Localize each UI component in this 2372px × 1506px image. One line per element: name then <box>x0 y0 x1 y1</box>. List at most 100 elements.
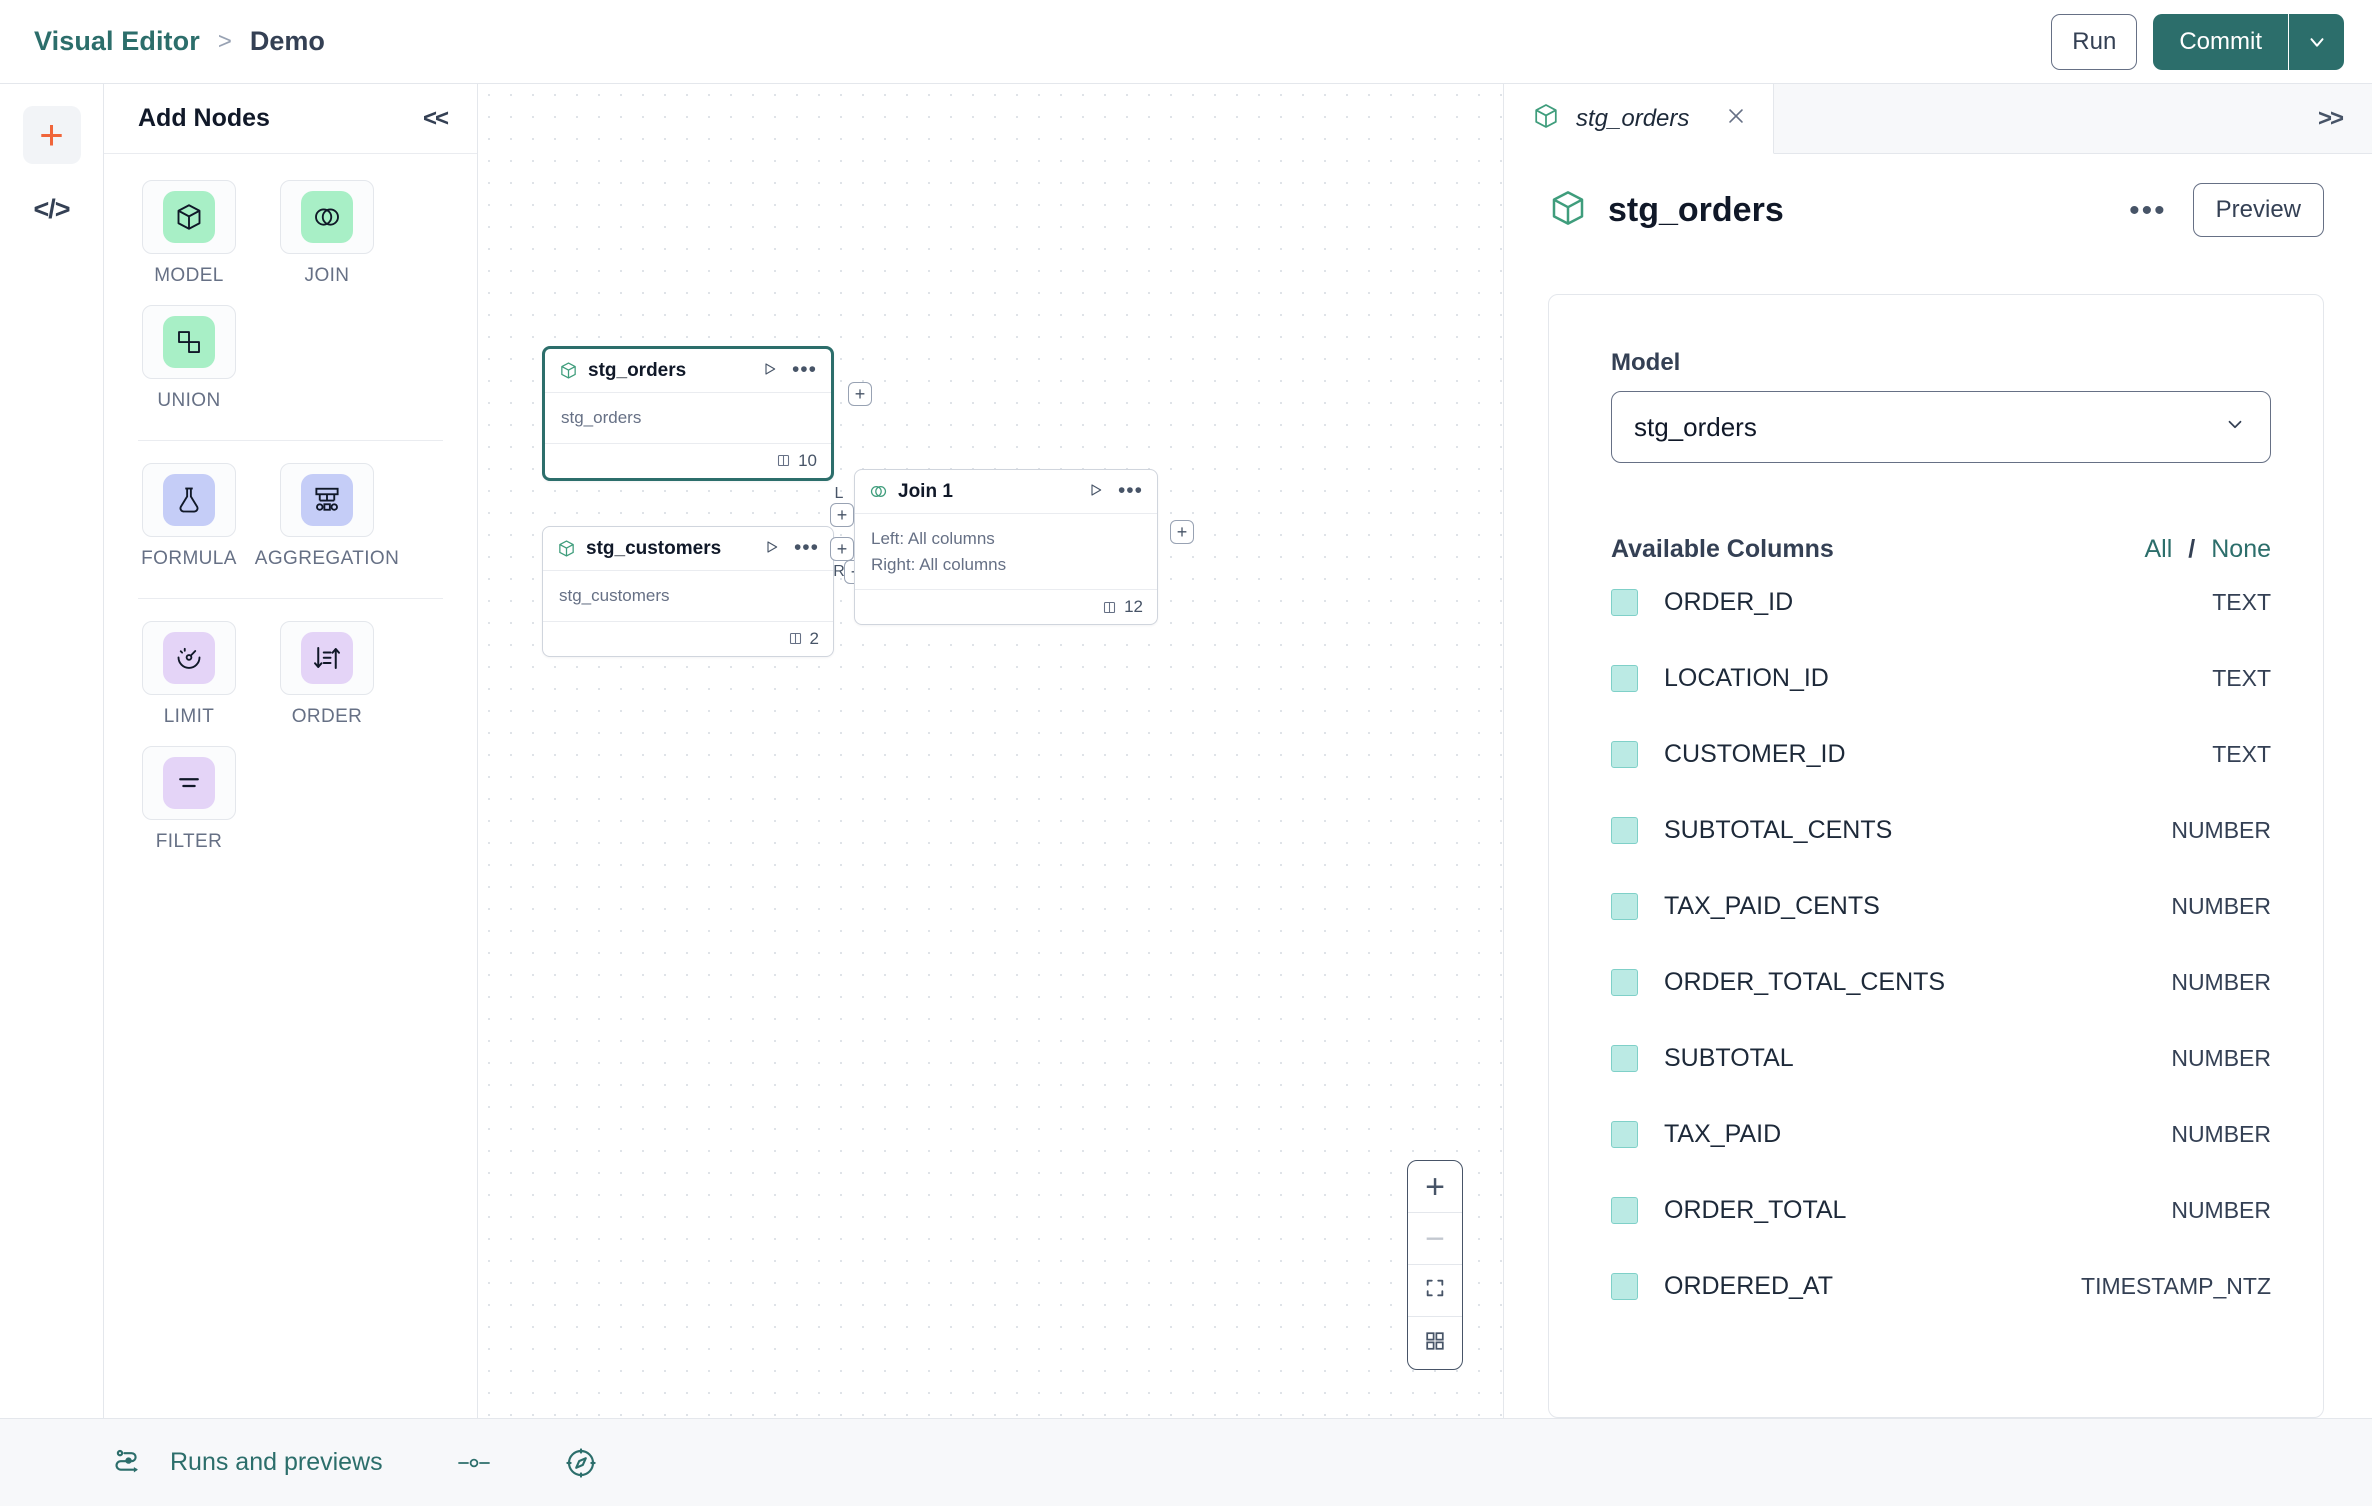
page-title: stg_orders <box>1608 190 1784 229</box>
node-type-filter[interactable]: FILTER <box>132 746 246 853</box>
node-group-sources: MODEL JOIN <box>132 180 449 430</box>
expand-panel-button[interactable]: >> <box>2317 104 2344 132</box>
columns-list: ORDER_ID TEXT LOCATION_ID TEXT CUSTOMER_… <box>1611 564 2271 1324</box>
flow-node-stg-orders[interactable]: stg_orders ••• stg_orders 10 <box>542 346 872 481</box>
flow-runs-icon <box>112 1447 144 1479</box>
column-row[interactable]: SUBTOTAL_CENTS NUMBER <box>1611 792 2271 868</box>
flow-node-stg-customers[interactable]: stg_customers ••• stg_customers 2 <box>542 526 868 657</box>
code-view-rail-button[interactable]: </> <box>23 180 81 238</box>
model-select-value: stg_orders <box>1634 411 1757 442</box>
play-icon[interactable] <box>764 539 780 559</box>
add-nodes-panel: Add Nodes << MODEL <box>104 84 478 1418</box>
node-type-union[interactable]: UNION <box>132 305 246 412</box>
columns-icon <box>1102 600 1117 615</box>
column-checkbox[interactable] <box>1611 1044 1638 1072</box>
column-checkbox[interactable] <box>1611 892 1638 920</box>
add-node-rail-button[interactable]: + <box>22 106 81 164</box>
zoom-out-button[interactable]: − <box>1408 1213 1462 1265</box>
select-all-link[interactable]: All <box>2144 535 2173 563</box>
output-handle[interactable]: + <box>1170 520 1194 544</box>
node-type-join[interactable]: JOIN <box>270 180 384 287</box>
zoom-in-button[interactable]: + <box>1408 1161 1462 1213</box>
column-row[interactable]: ORDERED_AT TIMESTAMP_NTZ <box>1611 1248 2271 1324</box>
breadcrumb: Visual Editor > Demo <box>34 26 325 57</box>
ellipsis-icon[interactable]: ••• <box>793 536 819 560</box>
select-none-link[interactable]: None <box>2211 535 2271 563</box>
node-type-limit[interactable]: LIMIT <box>132 621 246 728</box>
ellipsis-icon[interactable]: ••• <box>2129 193 2167 227</box>
ellipsis-icon[interactable]: ••• <box>1117 479 1143 503</box>
column-row[interactable]: CUSTOMER_ID TEXT <box>1611 716 2271 792</box>
column-row[interactable]: SUBTOTAL NUMBER <box>1611 1020 2271 1096</box>
column-checkbox[interactable] <box>1611 1196 1638 1224</box>
fit-view-button[interactable] <box>1408 1265 1462 1317</box>
breadcrumb-root-link[interactable]: Visual Editor <box>34 26 200 56</box>
column-checkbox[interactable] <box>1611 816 1638 844</box>
divider <box>138 440 443 441</box>
play-icon[interactable] <box>762 361 778 381</box>
node-type-order[interactable]: ORDER <box>270 621 384 728</box>
details-panel: stg_orders >> stg_orders ••• Preview <box>1504 84 2372 1418</box>
grid-icon <box>1424 1330 1446 1357</box>
commit-button[interactable]: Commit <box>2153 13 2288 70</box>
node-type-model[interactable]: MODEL <box>132 180 246 287</box>
flow-node-body: stg_orders <box>545 393 831 444</box>
node-type-aggregation[interactable]: AGGREGATION <box>255 463 399 570</box>
column-name: ORDER_ID <box>1664 587 1794 616</box>
preview-button[interactable]: Preview <box>2192 183 2324 237</box>
column-checkbox[interactable] <box>1611 588 1638 616</box>
column-row[interactable]: ORDER_TOTAL_CENTS NUMBER <box>1611 944 2271 1020</box>
node-type-label: FORMULA <box>141 548 237 569</box>
node-tile <box>280 463 374 537</box>
ellipsis-icon[interactable]: ••• <box>791 358 817 382</box>
top-bar: Visual Editor > Demo Run Commit <box>0 0 2372 84</box>
flow-node-column-count: 10 <box>798 450 817 470</box>
tab-stg-orders[interactable]: stg_orders <box>1504 84 1774 154</box>
column-row[interactable]: LOCATION_ID TEXT <box>1611 640 2271 716</box>
column-checkbox[interactable] <box>1611 740 1638 768</box>
column-name: TAX_PAID_CENTS <box>1664 891 1880 920</box>
breadcrumb-separator: > <box>217 27 232 55</box>
right-input-handle[interactable]: + <box>830 537 854 561</box>
column-name: TAX_PAID <box>1664 1119 1782 1148</box>
column-row[interactable]: ORDER_TOTAL NUMBER <box>1611 1172 2271 1248</box>
model-select[interactable]: stg_orders <box>1611 391 2271 463</box>
flow-canvas[interactable]: stg_orders ••• stg_orders 10 <box>478 84 1504 1418</box>
column-type: TIMESTAMP_NTZ <box>2081 1272 2271 1299</box>
flow-node-body: Left: All columns Right: All columns <box>855 514 1157 590</box>
column-checkbox[interactable] <box>1611 968 1638 996</box>
column-checkbox[interactable] <box>1611 664 1638 692</box>
node-tile <box>280 621 374 695</box>
plus-icon: + <box>1425 1167 1445 1206</box>
chevron-down-icon[interactable] <box>2288 13 2344 70</box>
left-input-handle[interactable]: + <box>830 503 854 527</box>
column-type: TEXT <box>2212 664 2271 691</box>
run-button[interactable]: Run <box>2051 13 2138 70</box>
column-type: TEXT <box>2212 740 2271 767</box>
bottom-bar: Runs and previews <box>0 1418 2372 1506</box>
play-icon[interactable] <box>1088 482 1104 502</box>
collapse-panel-button[interactable]: << <box>422 104 449 132</box>
column-row[interactable]: TAX_PAID_CENTS NUMBER <box>1611 868 2271 944</box>
column-name: CUSTOMER_ID <box>1664 739 1846 768</box>
output-handle[interactable]: + <box>848 382 872 406</box>
close-icon[interactable] <box>1725 105 1747 132</box>
minimap-toggle-button[interactable] <box>1408 1317 1462 1369</box>
flow-node-header: stg_customers ••• <box>543 527 833 571</box>
column-row[interactable]: ORDER_ID TEXT <box>1611 564 2271 640</box>
compass-icon[interactable] <box>565 1447 597 1479</box>
column-checkbox[interactable] <box>1611 1272 1638 1300</box>
column-name: ORDERED_AT <box>1664 1271 1834 1300</box>
column-row[interactable]: TAX_PAID NUMBER <box>1611 1096 2271 1172</box>
column-checkbox[interactable] <box>1611 1120 1638 1148</box>
column-type: NUMBER <box>2171 816 2271 843</box>
slider-toggle-icon[interactable] <box>457 1452 491 1474</box>
runs-and-previews-button[interactable]: Runs and previews <box>170 1448 383 1476</box>
column-type: NUMBER <box>2171 1196 2271 1223</box>
node-type-formula[interactable]: FORMULA <box>132 463 246 570</box>
aggregation-tree-icon <box>301 474 353 526</box>
column-type: NUMBER <box>2171 892 2271 919</box>
panel-tabbar: stg_orders >> <box>1504 84 2372 154</box>
flow-node-join-1[interactable]: Join 1 ••• Left: All columns Right: All … <box>830 469 1194 625</box>
